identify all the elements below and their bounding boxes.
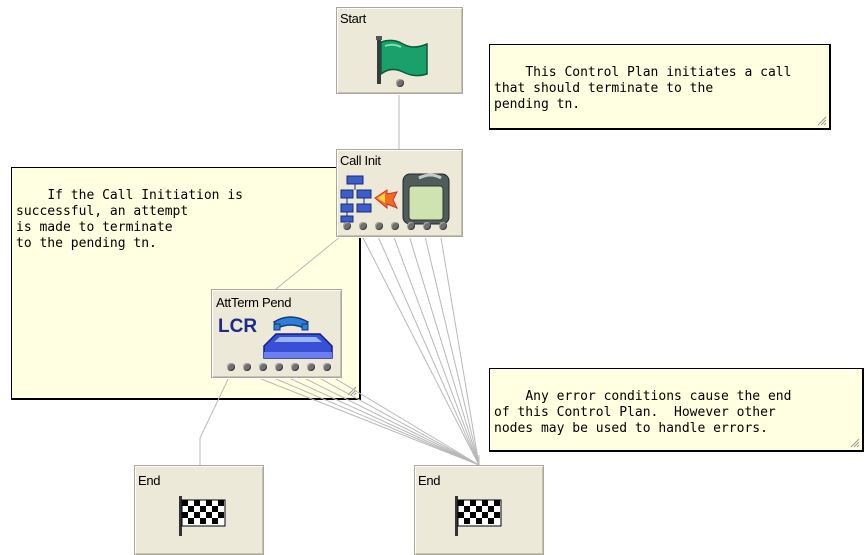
- comment-note-top-right-text: This Control Plan initiates a call that …: [494, 65, 792, 112]
- exit-points: [212, 363, 341, 373]
- exit-point[interactable]: [423, 222, 431, 230]
- comment-note-top-right[interactable]: This Control Plan initiates a call that …: [489, 44, 831, 130]
- link-attterm-end: [245, 372, 480, 466]
- link-attterm-end: [293, 372, 480, 466]
- exit-point[interactable]: [439, 222, 447, 230]
- link-attterm-end: [309, 372, 480, 466]
- exit-point[interactable]: [243, 363, 251, 371]
- link-callinit-end: [391, 231, 480, 466]
- exit-point[interactable]: [323, 363, 331, 371]
- node-call-init[interactable]: Call Init: [336, 149, 463, 237]
- exit-point[interactable]: [291, 363, 299, 371]
- call-initiation-icon: [340, 173, 450, 225]
- exit-points: [337, 79, 462, 89]
- exit-point[interactable]: [259, 363, 267, 371]
- link-attterm-end: [325, 372, 480, 466]
- link-callinit-end: [439, 231, 480, 466]
- comment-note-left-text: If the Call Initiation is successful, an…: [16, 188, 243, 251]
- node-label: AttTerm Pend: [216, 295, 292, 310]
- exit-point[interactable]: [343, 222, 351, 230]
- link-attterm-end: [277, 372, 480, 466]
- exit-point[interactable]: [307, 363, 315, 371]
- link-attterm-end-left: [199, 372, 232, 465]
- node-start[interactable]: Start: [336, 7, 463, 94]
- link-callinit-attterm: [275, 231, 347, 290]
- link-callinit-end: [423, 231, 480, 466]
- resize-grip-icon[interactable]: [815, 114, 827, 126]
- exit-point[interactable]: [396, 79, 404, 87]
- link-attterm-end: [261, 372, 480, 466]
- exit-point[interactable]: [407, 222, 415, 230]
- exit-point[interactable]: [375, 222, 383, 230]
- node-attterm-pend[interactable]: AttTerm Pend LCR: [211, 289, 342, 378]
- resize-grip-icon[interactable]: [848, 436, 860, 448]
- exit-points: [337, 222, 462, 232]
- checkered-flag-icon: [455, 496, 502, 536]
- phone-lcr-icon: [263, 316, 333, 359]
- comment-note-bottom-right[interactable]: Any error conditions cause the end of th…: [489, 368, 864, 452]
- comment-note-left[interactable]: If the Call Initiation is successful, an…: [11, 167, 361, 400]
- link-callinit-end: [359, 231, 480, 466]
- link-callinit-end: [375, 231, 480, 466]
- node-end-right[interactable]: End: [414, 465, 544, 555]
- checkered-flag-icon: [179, 496, 226, 536]
- lcr-text: LCR: [218, 316, 258, 337]
- exit-point[interactable]: [359, 222, 367, 230]
- exit-point[interactable]: [227, 363, 235, 371]
- link-callinit-end: [407, 231, 480, 466]
- node-label: End: [418, 473, 441, 488]
- exit-point[interactable]: [391, 222, 399, 230]
- comment-note-bottom-right-text: Any error conditions cause the end of th…: [494, 389, 792, 436]
- node-label: Call Init: [340, 153, 381, 168]
- exit-point[interactable]: [275, 363, 283, 371]
- green-flag-icon: [376, 36, 428, 84]
- node-end-left[interactable]: End: [134, 465, 264, 555]
- node-label: Start: [340, 11, 366, 26]
- node-label: End: [138, 473, 161, 488]
